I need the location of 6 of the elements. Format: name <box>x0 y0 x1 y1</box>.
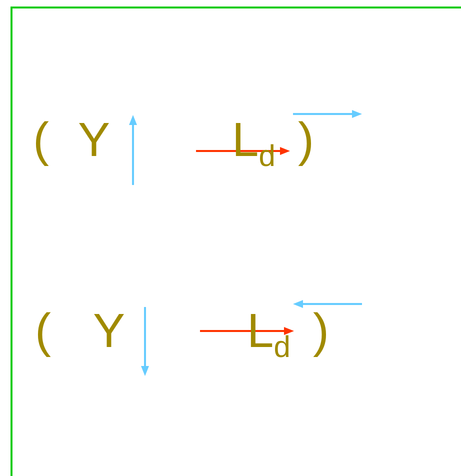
symbol-label: Y <box>78 117 110 165</box>
symbol-label: ) <box>298 117 314 165</box>
symbol-label: ( <box>33 117 49 165</box>
symbol-label: Y <box>93 308 126 356</box>
symbol-label: ) <box>313 308 329 356</box>
symbol-label: ( <box>35 308 51 356</box>
